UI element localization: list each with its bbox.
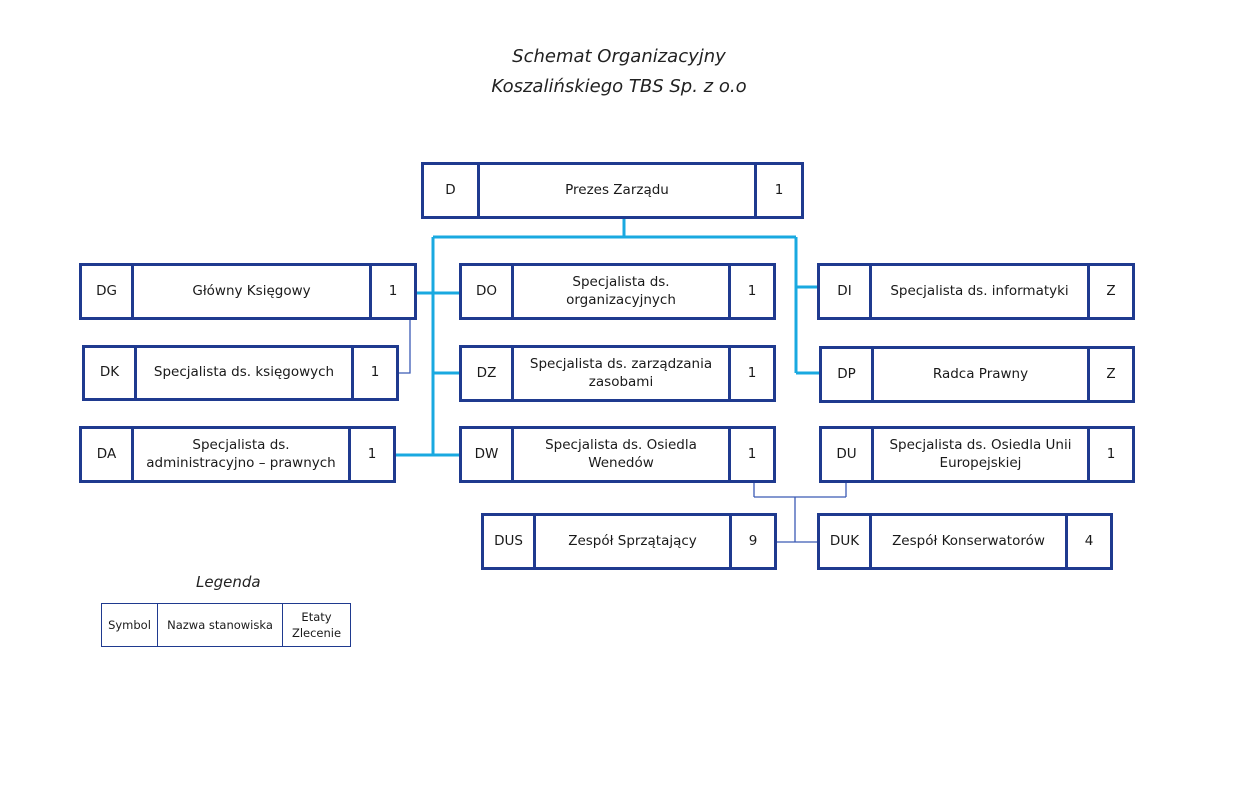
connector-dk [398,320,411,374]
box-d-name: Prezes Zarządu [480,165,757,216]
box-dg-name: Główny Księgowy [134,266,372,317]
box-dk-count: 1 [370,364,380,381]
box-dw-count: 1 [747,445,757,462]
box-dz: DZ Specjalista ds. zarządzania zasobami … [459,345,776,402]
box-d-count: 1 [774,181,784,198]
box-dz-symbol: DZ [462,348,514,399]
legend-count-line2: Zlecenie [291,626,342,640]
box-di: DI Specjalista ds. informatyki Z [817,263,1135,320]
box-dp-name: Radca Prawny [874,349,1090,400]
box-dus-name: Zespół Sprzątający [536,516,732,567]
box-du-name: Specjalista ds. Osiedla Unii Europejskie… [874,429,1090,480]
box-do-symbol: DO [462,266,514,317]
box-di-symbol: DI [820,266,872,317]
box-dk: DK Specjalista ds. księgowych 1 [82,345,399,401]
box-dz-count: 1 [747,364,757,381]
box-dz-name: Specjalista ds. zarządzania zasobami [514,348,731,399]
box-d: D Prezes Zarządu 1 [421,162,804,219]
chart-title-line1: Schemat Organizacyjny [512,46,726,67]
box-dg: DG Główny Księgowy 1 [79,263,417,320]
box-dp: DP Radca Prawny Z [819,346,1135,403]
box-dk-symbol: DK [85,348,137,398]
box-dus-count: 9 [748,532,758,549]
box-duk-name: Zespół Konserwatorów [872,516,1068,567]
legend-box: Symbol Nazwa stanowiska Etaty Zlecenie [101,603,351,647]
box-d-symbol: D [424,165,480,216]
box-da: DA Specjalista ds. administracyjno – pra… [79,426,396,483]
box-do-count: 1 [747,282,757,299]
legend-name: Nazwa stanowiska [158,604,283,646]
box-dk-name: Specjalista ds. księgowych [137,348,354,398]
box-dp-symbol: DP [822,349,874,400]
legend-title: Legenda [196,573,261,591]
box-dw-symbol: DW [462,429,514,480]
box-da-count: 1 [367,445,377,462]
box-du-symbol: DU [822,429,874,480]
box-dg-symbol: DG [82,266,134,317]
box-dus-symbol: DUS [484,516,536,567]
box-duk: DUK Zespół Konserwatorów 4 [817,513,1113,570]
box-do-name: Specjalista ds. organizacyjnych [514,266,731,317]
chart-title-line2: Koszalińskiego TBS Sp. z o.o [491,76,747,97]
box-duk-symbol: DUK [820,516,872,567]
box-du-count: 1 [1106,445,1116,462]
legend-count-line1: Etaty [301,609,332,624]
box-dus: DUS Zespół Sprzątający 9 [481,513,777,570]
box-du: DU Specjalista ds. Osiedla Unii Europejs… [819,426,1135,483]
box-dp-count: Z [1106,365,1116,382]
box-do: DO Specjalista ds. organizacyjnych 1 [459,263,776,320]
box-da-symbol: DA [82,429,134,480]
box-dg-count: 1 [388,282,398,299]
box-dw: DW Specjalista ds. Osiedla Wenedów 1 [459,426,776,483]
box-di-count: Z [1106,282,1116,299]
legend-symbol: Symbol [102,604,158,646]
box-dw-name: Specjalista ds. Osiedla Wenedów [514,429,731,480]
box-di-name: Specjalista ds. informatyki [872,266,1090,317]
box-da-name: Specjalista ds. administracyjno – prawny… [134,429,351,480]
box-duk-count: 4 [1084,532,1094,549]
legend-count: Etaty Zlecenie [283,604,350,646]
